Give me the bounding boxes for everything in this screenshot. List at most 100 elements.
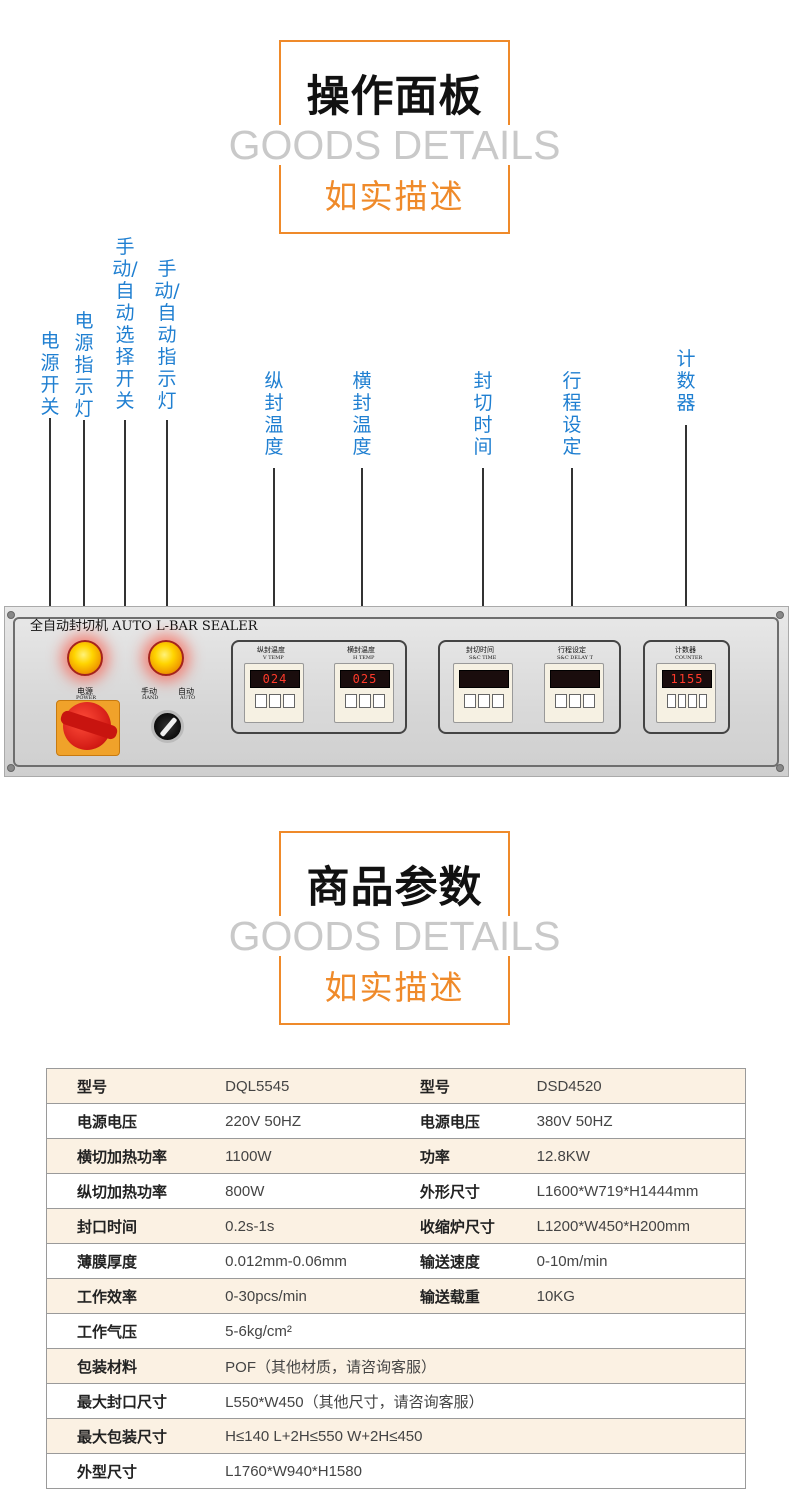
leader-line bbox=[273, 468, 275, 630]
param-key: 薄膜厚度 bbox=[46, 1243, 226, 1279]
h-temp-label-cn: 横封温度 bbox=[347, 646, 375, 654]
leader-line bbox=[83, 420, 85, 632]
leader-line bbox=[361, 468, 363, 630]
stroke-controller bbox=[544, 663, 604, 723]
v-temp-label-cn: 纵封温度 bbox=[257, 646, 285, 654]
param-value: L1200*W450*H200mm bbox=[536, 1208, 746, 1244]
param-value: H≤140 L+2H≤550 W+2H≤450 bbox=[225, 1418, 747, 1454]
callout-power-switch: 电源开关 bbox=[40, 330, 60, 418]
power-label-en: POWER bbox=[76, 695, 97, 701]
screw bbox=[776, 764, 784, 772]
screw bbox=[7, 611, 15, 619]
leader-line bbox=[571, 468, 573, 630]
leader-line bbox=[685, 425, 687, 630]
leader-line bbox=[124, 420, 126, 732]
auto-label-cn: 自动 bbox=[178, 687, 194, 696]
power-label-cn: 电源 bbox=[77, 687, 93, 696]
param-value: 380V 50HZ bbox=[536, 1103, 746, 1139]
param-key: 收缩炉尺寸 bbox=[419, 1208, 537, 1244]
screw bbox=[776, 611, 784, 619]
h-temp-dials[interactable] bbox=[345, 694, 385, 708]
callout-counter: 计数器 bbox=[676, 348, 696, 414]
heading-title: 操作面板 bbox=[306, 72, 483, 122]
counter-display: 1155 bbox=[662, 670, 712, 688]
stroke-label-cn: 行程设定 bbox=[558, 646, 586, 654]
param-key: 功率 bbox=[419, 1138, 537, 1174]
seal-time-display bbox=[459, 670, 509, 688]
section-heading-params: 商品参数 GOODS DETAILS 如实描述 bbox=[229, 831, 560, 1025]
param-key: 工作气压 bbox=[46, 1313, 226, 1349]
heading-subtitle-en: GOODS DETAILS bbox=[228, 913, 561, 959]
param-key: 包装材料 bbox=[46, 1348, 226, 1384]
param-value: 12.8KW bbox=[536, 1138, 746, 1174]
leader-line bbox=[166, 420, 168, 632]
callout-mode-lamp: 手动/自动指示灯 bbox=[154, 258, 180, 412]
v-temp-display: 024 bbox=[250, 670, 300, 688]
param-key: 工作效率 bbox=[46, 1278, 226, 1314]
seal-time-dials[interactable] bbox=[464, 694, 504, 708]
param-value: 220V 50HZ bbox=[225, 1103, 420, 1139]
stroke-dials[interactable] bbox=[555, 694, 595, 708]
counter-label-cn: 计数器 bbox=[675, 646, 696, 654]
param-value: 1100W bbox=[225, 1138, 420, 1174]
callout-power-lamp: 电源指示灯 bbox=[74, 310, 94, 420]
screw bbox=[7, 764, 15, 772]
param-value: L550*W450（其他尺寸，请咨询客服） bbox=[225, 1383, 747, 1419]
param-value: 10KG bbox=[536, 1278, 746, 1314]
param-key: 电源电压 bbox=[419, 1103, 537, 1139]
param-value: POF（其他材质，请咨询客服） bbox=[225, 1348, 747, 1384]
counter-label-en: COUNTER bbox=[675, 655, 703, 661]
heading-mask bbox=[241, 916, 548, 956]
section-heading-panel: 操作面板 GOODS DETAILS 如实描述 bbox=[229, 40, 560, 234]
leader-line bbox=[49, 418, 51, 730]
v-temp-label-en: V TEMP bbox=[263, 655, 284, 661]
callout-seal-time: 封切时间 bbox=[473, 370, 493, 458]
stroke-display bbox=[550, 670, 600, 688]
callout-mode-switch: 手动/自动选择开关 bbox=[112, 236, 138, 412]
param-key: 最大封口尺寸 bbox=[46, 1383, 226, 1419]
counter-controller: 1155 bbox=[656, 663, 716, 723]
param-value: DQL5545 bbox=[225, 1068, 420, 1104]
panel-title: 全自动封切机 AUTO L-BAR SEALER bbox=[30, 619, 258, 634]
param-key: 外形尺寸 bbox=[419, 1173, 537, 1209]
param-key: 横切加热功率 bbox=[46, 1138, 226, 1174]
leader-line bbox=[482, 468, 484, 630]
param-value: 5-6kg/cm² bbox=[225, 1313, 747, 1349]
param-key: 封口时间 bbox=[46, 1208, 226, 1244]
param-value: 0.012mm-0.06mm bbox=[225, 1243, 420, 1279]
h-temp-display: 025 bbox=[340, 670, 390, 688]
counter-buttons[interactable] bbox=[667, 694, 707, 708]
callout-h-temp: 横封温度 bbox=[352, 370, 372, 458]
power-indicator-lamp bbox=[67, 640, 103, 676]
heading-mask bbox=[241, 125, 548, 165]
h-temp-label-en: H TEMP bbox=[353, 655, 375, 661]
heading-subtitle-en: GOODS DETAILS bbox=[228, 122, 561, 168]
heading-title: 商品参数 bbox=[306, 863, 483, 913]
v-temp-dials[interactable] bbox=[255, 694, 295, 708]
hand-label-cn: 手动 bbox=[141, 687, 157, 696]
seal-time-label-en: S&C TIME bbox=[469, 655, 497, 661]
heading-subtitle-cn: 如实描述 bbox=[324, 968, 465, 1007]
param-key: 输送载重 bbox=[419, 1278, 537, 1314]
panel-inner-frame bbox=[13, 617, 779, 767]
h-temp-controller: 025 bbox=[334, 663, 394, 723]
param-value: 800W bbox=[225, 1173, 420, 1209]
stroke-label-en: S&C DELAY T bbox=[557, 655, 593, 661]
selector-lever bbox=[159, 716, 178, 738]
callout-stroke-set: 行程设定 bbox=[562, 370, 582, 458]
param-value: 0-30pcs/min bbox=[225, 1278, 420, 1314]
hand-auto-selector[interactable] bbox=[151, 710, 184, 743]
v-temp-controller: 024 bbox=[244, 663, 304, 723]
param-key: 外型尺寸 bbox=[46, 1453, 226, 1489]
heading-subtitle-cn: 如实描述 bbox=[324, 177, 465, 216]
